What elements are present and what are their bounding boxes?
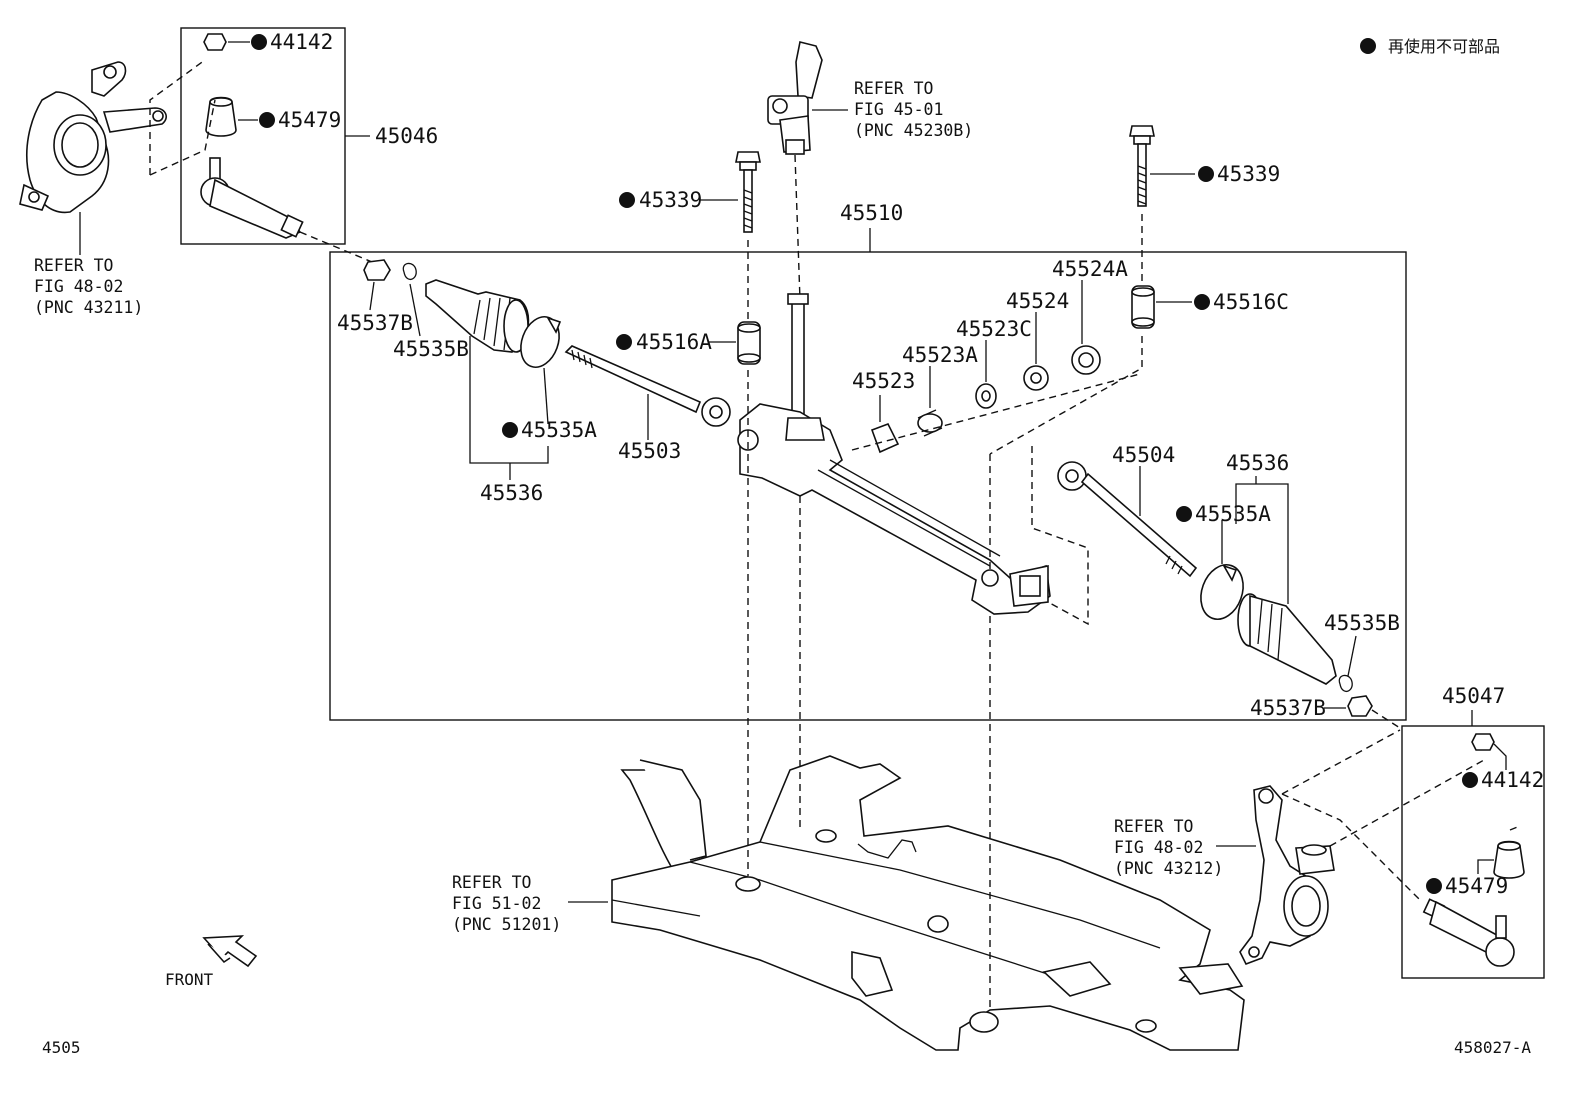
- ref-text: 44142: [270, 30, 333, 54]
- label-45535B-right: 45535B: [1324, 611, 1400, 635]
- label-45523: 45523: [852, 369, 915, 393]
- label-45535B-left: 45535B: [393, 337, 469, 361]
- inner-tie-rod-45504: [1057, 461, 1198, 578]
- steering-gear-housing: [737, 293, 1051, 615]
- label-45523A: 45523A: [902, 343, 978, 367]
- ref-text: (PNC 43211): [34, 298, 143, 317]
- figure-code: 458027-A: [1454, 1038, 1531, 1057]
- ref-knuckle-left: REFER TO FIG 48-02 (PNC 43211): [34, 256, 143, 317]
- label-45523C: 45523C: [956, 317, 1032, 341]
- clip-45535B-right: [1338, 674, 1353, 692]
- label-45339-right: 45339: [1217, 162, 1280, 186]
- spring-45523A: [917, 409, 943, 437]
- nut-45524: [1023, 365, 1049, 391]
- bracket-45536-right: [1235, 483, 1289, 604]
- label-45516A: 45516A: [636, 330, 712, 354]
- label-45537B-left: 45537B: [337, 311, 413, 335]
- rack-boot-right: [1237, 593, 1337, 685]
- box-45510: [329, 251, 1407, 721]
- ref-text: FIG 51-02: [452, 894, 541, 913]
- label-45046: 45046: [375, 124, 438, 148]
- non-reusable-dot-icon: [1360, 38, 1376, 54]
- label-45339-left: 45339: [639, 188, 702, 212]
- label-45524: 45524: [1006, 289, 1069, 313]
- clip-45535B-left: [402, 262, 417, 280]
- ref-text: (PNC 43212): [1114, 859, 1223, 878]
- label-45047: 45047: [1442, 684, 1505, 708]
- ref-text: REFER TO: [854, 79, 933, 98]
- ref-text: FIG 48-02: [1114, 838, 1203, 857]
- nut-45537B-left: [363, 259, 391, 281]
- rack-boot-left: [425, 279, 530, 353]
- label-45516C: 45516C: [1213, 290, 1289, 314]
- ref-text: FIG 45-01: [854, 100, 943, 119]
- tie-rod-end-right: [1422, 898, 1515, 967]
- ref-text: FIG 48-02: [34, 277, 123, 296]
- ref-column: REFER TO FIG 45-01 (PNC 45230B): [854, 79, 973, 140]
- label-45503: 45503: [618, 439, 681, 463]
- ref-text: REFER TO: [34, 256, 113, 275]
- plug-45523C: [975, 383, 997, 409]
- ref-text: REFER TO: [1114, 817, 1193, 836]
- label-45510: 45510: [840, 201, 903, 225]
- intermediate-shaft-joint: [767, 41, 823, 155]
- label-45536-right: 45536: [1226, 451, 1289, 475]
- label-45535A-right: 45535A: [1195, 502, 1271, 526]
- bushing-45516A: [737, 321, 761, 365]
- dash-rack-right: [1031, 446, 1089, 626]
- ref-crossmember: REFER TO FIG 51-02 (PNC 51201): [452, 873, 561, 934]
- label-45537B-right: 45537B: [1250, 696, 1326, 720]
- label-45524A: 45524A: [1052, 257, 1128, 281]
- nut-44142-right: [1471, 733, 1495, 751]
- ref-text: 45479: [278, 108, 341, 132]
- bolt-45339-right: [1129, 125, 1155, 207]
- front-arrow-icon: [202, 935, 258, 968]
- legend: 再使用不可部品: [1360, 37, 1500, 56]
- ref-text: (PNC 45230B): [854, 121, 973, 140]
- front-label: FRONT: [165, 970, 214, 989]
- dust-boot-45479-right: [1493, 840, 1525, 879]
- guide-45523: [870, 422, 900, 454]
- page-code: 4505: [42, 1038, 81, 1057]
- bolt-45339-left: [735, 151, 761, 233]
- clamp-45535A-left: [520, 316, 562, 368]
- dash-knuckle-box: [149, 59, 206, 175]
- ref-text: (PNC 51201): [452, 915, 561, 934]
- dust-boot-45479-left: 45479: [205, 96, 341, 137]
- steering-knuckle-left: [19, 61, 167, 214]
- nut-45537B-right: [1347, 695, 1373, 717]
- box-45047: [1401, 725, 1545, 979]
- tie-rod-end-left: [200, 157, 304, 239]
- inner-tie-rod-45503: [564, 345, 731, 427]
- steering-knuckle-right: [1239, 785, 1335, 966]
- cap-45524A: [1071, 345, 1101, 375]
- bracket-45536-left: [469, 336, 549, 464]
- bushing-45516C: [1131, 285, 1155, 329]
- front-crossmember: [611, 755, 1245, 1051]
- nut-44142-left: 44142: [203, 30, 333, 54]
- label-45479-right: 45479: [1445, 874, 1508, 898]
- ref-text: REFER TO: [452, 873, 531, 892]
- label-44142-right: 44142: [1481, 768, 1544, 792]
- clamp-45535A-right: [1200, 564, 1244, 620]
- legend-text: 再使用不可部品: [1388, 37, 1500, 56]
- label-45535A-left: 45535A: [521, 418, 597, 442]
- label-45504: 45504: [1112, 443, 1175, 467]
- label-45536-left: 45536: [480, 481, 543, 505]
- ref-knuckle-right: REFER TO FIG 48-02 (PNC 43212): [1114, 817, 1223, 878]
